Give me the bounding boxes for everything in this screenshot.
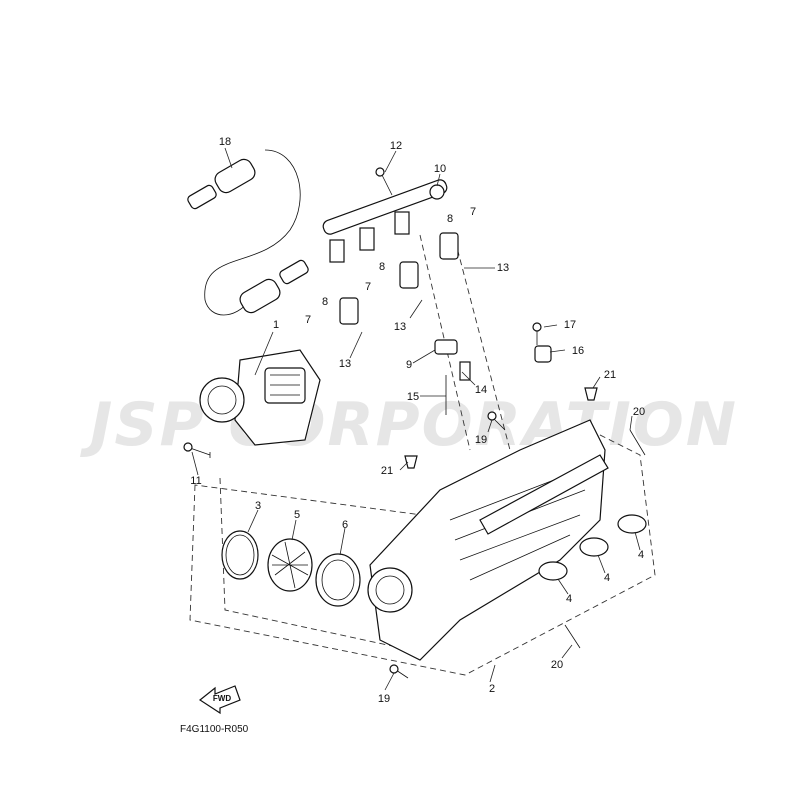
watermark-logo: JSP CORPORATION	[80, 390, 736, 460]
bolt	[375, 167, 393, 196]
sensor	[434, 339, 552, 381]
o-ring	[538, 514, 647, 581]
forward-arrow-icon: FWD	[198, 685, 241, 715]
callout-19: 19	[475, 434, 487, 446]
throttle-body	[199, 349, 321, 446]
callout-16: 16	[572, 345, 584, 357]
subassembly-boundary	[219, 477, 421, 653]
callout-13: 13	[394, 321, 406, 333]
callout-8: 8	[447, 213, 453, 225]
sleeve-ring	[315, 553, 361, 607]
callout-12: 12	[390, 140, 402, 152]
callout-5: 5	[294, 509, 300, 521]
callout-20: 20	[633, 406, 645, 418]
callout-3: 3	[255, 500, 261, 512]
callout-4: 4	[604, 572, 610, 584]
callout-19: 19	[378, 693, 390, 705]
callout-15: 15	[407, 391, 419, 403]
callout-21: 21	[604, 369, 616, 381]
callout-2: 2	[489, 683, 495, 695]
fuel-rail	[322, 179, 448, 263]
callout-1: 1	[273, 319, 279, 331]
cap	[404, 387, 598, 469]
callout-21: 21	[381, 465, 393, 477]
callout-7: 7	[470, 206, 476, 218]
callout-13: 13	[497, 262, 509, 274]
diagram-code: F4G1100-R050	[180, 724, 249, 735]
fuel-hose	[187, 149, 309, 316]
callout-8: 8	[379, 261, 385, 273]
callout-20: 20	[551, 659, 563, 671]
intake-manifold	[367, 419, 609, 661]
callout-10: 10	[434, 163, 446, 175]
leader-lines	[191, 147, 641, 691]
callout-14: 14	[475, 384, 487, 396]
gasket-ring	[221, 530, 259, 580]
bolt	[183, 442, 211, 458]
callout-4: 4	[566, 593, 572, 605]
fwd-label: FWD	[213, 694, 231, 703]
callout-9: 9	[406, 359, 412, 371]
callout-7: 7	[305, 314, 311, 326]
callout-8: 8	[322, 296, 328, 308]
callout-6: 6	[342, 519, 348, 531]
callout-11: 11	[190, 475, 201, 487]
callout-18: 18	[219, 136, 231, 148]
rail-guide	[454, 239, 511, 451]
stud	[564, 429, 646, 649]
callout-4: 4	[638, 549, 644, 561]
callout-17: 17	[564, 319, 576, 331]
flame-screen	[267, 538, 313, 592]
bolt	[532, 322, 542, 345]
assembly-boundary	[189, 429, 656, 676]
callout-13: 13	[339, 358, 351, 370]
fuel-injector	[339, 232, 459, 325]
callout-7: 7	[365, 281, 371, 293]
